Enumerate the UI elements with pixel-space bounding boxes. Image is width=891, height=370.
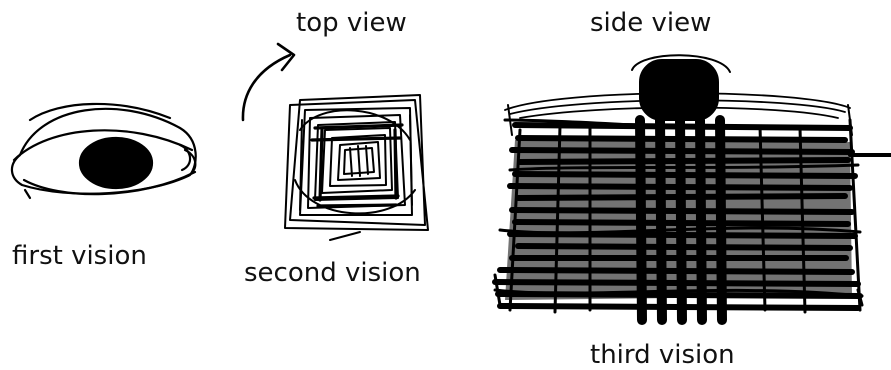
side-view-cylinder-icon bbox=[495, 55, 891, 320]
first-vision-label: first vision bbox=[12, 243, 147, 269]
curved-arrow-icon bbox=[243, 44, 294, 120]
second-vision-label: second vision bbox=[244, 260, 421, 286]
top-view-scribble-icon bbox=[285, 95, 428, 240]
top-view-label: top view bbox=[296, 10, 407, 36]
side-view-label: side view bbox=[590, 10, 711, 36]
eye-sketch-icon bbox=[12, 104, 196, 198]
third-vision-label: third vision bbox=[590, 342, 735, 368]
